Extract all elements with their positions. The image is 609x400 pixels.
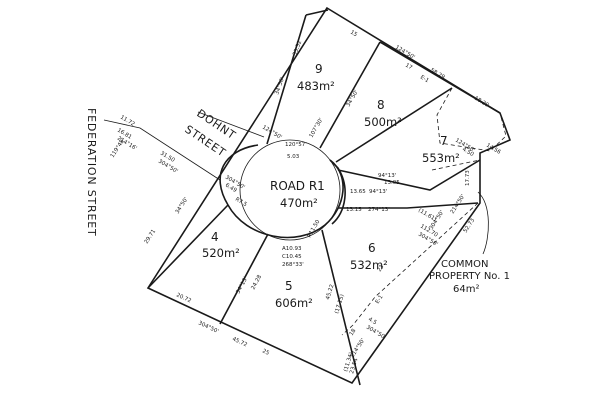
dim-lot6-45.22: 45.22 [325,284,335,301]
lot-5-area: 606m² [275,296,313,310]
lot-7-area: 553m² [422,151,460,165]
parcel-boundary [146,6,512,385]
dim-lot7-11.61: (11.61) [417,208,437,223]
lot-5-number: 5 [285,279,293,293]
dim-bottom-45.72: 45.72 [231,336,248,348]
dim-lot8-arc: 107°30' [309,117,325,139]
common-property-label-2: PROPERTY No. 1 [429,271,510,282]
dim-bottom-18: 18 [349,328,358,338]
dim-bottom-304b: 304°50' [365,325,387,341]
dim-corner-11.72: 11.72 [119,115,136,128]
lot-9-area: 483m² [297,79,335,93]
dohnt-street-line [197,111,265,138]
dim-left-34: 34°50' [175,197,190,216]
dim-arc-a: A10.93 [282,246,302,252]
lot-8-area: 500m² [364,115,402,129]
dim-arc-c: C10.45 [282,254,302,260]
dim-right-23: 23 [377,264,386,274]
dim-bottom-25: 25 [261,348,270,357]
dim-r1-bearing-b: 120°57' [285,142,307,148]
lot-8-number: 8 [377,98,385,112]
dim-easement-1: E-1 [419,75,430,85]
dim-r1-13.65: 13.65 [350,189,366,195]
federation-street-label: FEDERATION STREET [85,108,98,236]
road-r1-name: ROAD R1 [270,179,325,193]
lot-4-area: 520m² [202,246,240,260]
common-property-boundary [341,87,507,336]
dim-cp-4.50: 4.50 [461,147,475,159]
federation-street-line [103,119,221,181]
dim-top-length: 58.29 [429,68,446,82]
dim-lot9-left: 33.32 [292,40,303,57]
dim-lot6-274: 274°13' [368,207,390,213]
lot-7-number: 7 [440,134,448,148]
dim-top-17: 17 [404,63,414,72]
road-r1-area: 470m² [280,196,318,210]
lot-9-number: 9 [315,62,323,76]
dim-lot4-6.49: 6.49 [224,183,238,195]
dim-r1-94: 94°13' [369,189,387,195]
dim-cp-17.73: 17.73 [465,170,471,186]
dim-lot5-11.34: (11.34) [343,352,355,373]
dim-lot7-bearing-a: 94°13' [378,173,396,179]
dim-lot5-34: 34°13' [235,276,249,295]
lot-boundaries [147,9,501,386]
lot-6-area: 532m² [350,258,388,272]
common-property-leader [477,191,489,255]
dim-top-right: 18.29 [473,96,490,110]
dim-arc-bearing: 268°33' [282,262,304,268]
common-property-label-1: COMMON [441,259,488,270]
dim-lot5-17.15: (17.15) [334,294,346,315]
dim-bottom-304: 304°50' [197,320,219,335]
road-r1-cul-de-sac [239,139,341,241]
dim-lot9-bearing: 34°50' [274,76,286,95]
dim-bottom-4.5: 4.5 [367,317,378,327]
lot-6-number: 6 [368,241,376,255]
dim-bottom-23.54: 23.54 [349,357,359,374]
dim-top-15: 15 [349,30,359,39]
dim-lot6-13.15: 13.15 [346,207,362,213]
dim-r7.5: R7.5 [234,197,248,209]
road-r1-boundary [219,144,346,239]
dim-lot7-13.05: 13.05 [384,180,400,186]
lot-4-number: 4 [211,230,219,244]
dim-easement-2: E-1 [375,294,385,305]
dim-lot5-24.28: 24.28 [250,274,263,291]
dim-left-29.71: 29.71 [144,229,158,245]
dim-r1-5.03: 5.03 [287,154,300,160]
common-property-area: 64m² [453,284,479,295]
